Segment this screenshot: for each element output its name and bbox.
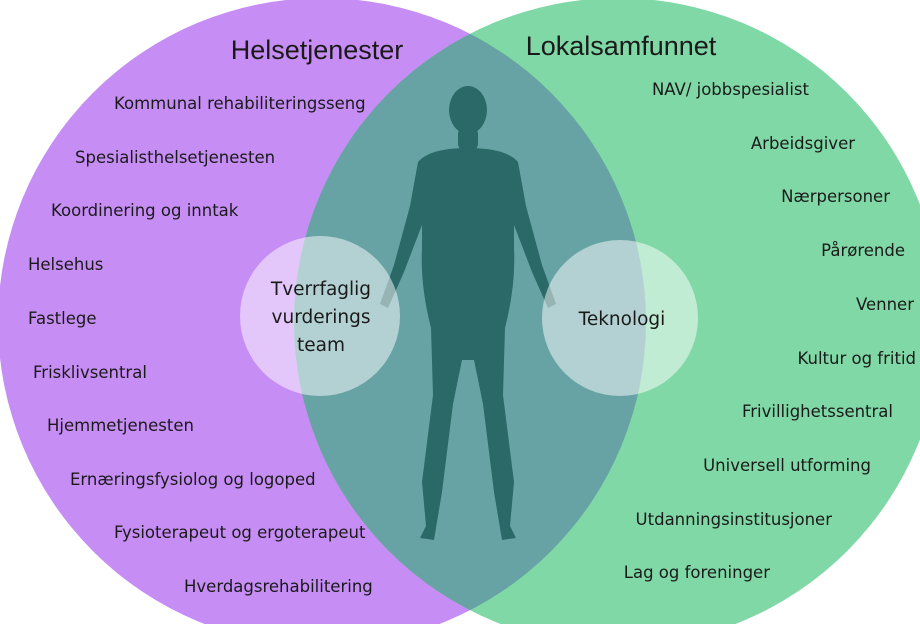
team-label-line-1: Tverrfaglig (270, 279, 371, 300)
left-item: Koordinering og inntak (51, 201, 239, 220)
team-label-line-3: team (297, 335, 345, 356)
right-item: Venner (856, 295, 914, 314)
right-item: Kultur og fritid (797, 349, 916, 368)
right-item: Nærpersoner (781, 187, 890, 206)
left-item: Fysioterapeut og ergoterapeut (114, 523, 366, 542)
left-item: Ernæringsfysiolog og logoped (70, 470, 316, 489)
left-item: Frisklivsentral (33, 363, 147, 382)
left-item: Spesialisthelsetjenesten (75, 148, 275, 167)
right-item: Utdanningsinstitusjoner (636, 510, 833, 529)
right-item: Lag og foreninger (624, 563, 770, 582)
left-item: Hjemmetjenesten (47, 416, 194, 435)
right-item: Frivillighetssentral (742, 402, 893, 421)
local-community-title: Lokalsamfunnet (526, 31, 717, 61)
left-item: Hverdagsrehabilitering (184, 577, 373, 596)
right-item: Arbeidsgiver (751, 134, 855, 153)
health-services-title: Helsetjenester (231, 35, 404, 65)
technology-label: Teknologi (578, 309, 666, 330)
person-silhouette-icon (380, 86, 556, 540)
right-item: Universell utforming (703, 456, 871, 475)
left-item: Fastlege (28, 309, 97, 328)
right-item: NAV/ jobbspesialist (652, 80, 810, 99)
team-label-line-2: vurderings (272, 307, 371, 328)
left-item: Kommunal rehabiliteringsseng (114, 94, 366, 113)
technology-circle (542, 240, 698, 396)
interdisciplinary-team-circle (240, 236, 400, 396)
right-item: Pårørende (821, 241, 905, 260)
left-item: Helsehus (28, 255, 103, 274)
